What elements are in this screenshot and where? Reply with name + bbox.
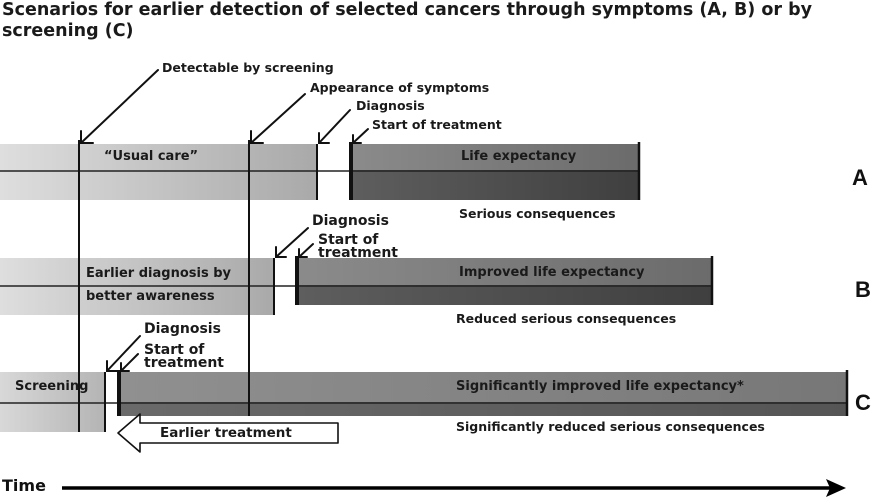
label-serious-consequences: Serious consequences xyxy=(459,206,616,221)
bar-a-pre xyxy=(0,144,317,200)
arrow-b-treatment xyxy=(298,243,314,258)
scenario-c xyxy=(0,370,849,432)
arrowhead-b-treatment xyxy=(298,248,308,258)
label-detectable-by-screening: Detectable by screening xyxy=(162,60,334,75)
arrow-c-treatment xyxy=(120,353,139,372)
label-c-treatment: treatment xyxy=(144,355,224,371)
label-earlier-diagnosis-l1: Earlier diagnosis by xyxy=(86,266,231,281)
earlier-treatment-arrow xyxy=(117,413,339,453)
label-appearance-of-symptoms: Appearance of symptoms xyxy=(310,80,490,95)
bar-c-post-bottom xyxy=(118,402,848,416)
arrowhead-c-diagnosis xyxy=(106,360,118,372)
arrow-b-diagnosis xyxy=(275,227,309,258)
arrowhead-b-diagnosis xyxy=(275,246,287,258)
arrow-symptoms xyxy=(250,93,306,144)
bar-b-post-bottom xyxy=(296,285,713,305)
label-significantly-reduced-serious-consequences: Significantly reduced serious consequenc… xyxy=(456,419,765,434)
bar-c-post-top xyxy=(118,372,848,402)
bar-a-post-bottom xyxy=(350,170,640,200)
arrowhead-symptoms xyxy=(250,130,264,144)
scenario-b xyxy=(0,256,714,315)
label-a-diagnosis: Diagnosis xyxy=(356,98,425,113)
label-earlier-treatment: Earlier treatment xyxy=(160,425,292,441)
bar-c-pre xyxy=(0,372,105,432)
arrow-c-diagnosis xyxy=(106,335,141,372)
label-c-start-of: Start of xyxy=(144,342,205,358)
bar-b-post-top xyxy=(296,258,713,285)
label-life-expectancy: Life expectancy xyxy=(461,149,577,164)
bar-a-post-top xyxy=(350,144,640,170)
arrowhead-detectable xyxy=(80,130,94,144)
time-axis-label: Time xyxy=(2,476,46,495)
row-letter-c: C xyxy=(855,390,871,415)
arrow-a-treatment xyxy=(352,128,369,144)
label-a-start-of-treatment: Start of treatment xyxy=(372,117,502,132)
label-improved-life-expectancy: Improved life expectancy xyxy=(459,265,645,280)
label-b-diagnosis: Diagnosis xyxy=(312,213,389,229)
row-letter-b: B xyxy=(855,277,871,302)
label-earlier-diagnosis-l2: better awareness xyxy=(86,289,215,304)
time-axis-arrowhead xyxy=(826,479,846,497)
arrowhead-a-treatment xyxy=(352,134,362,144)
label-c-diagnosis: Diagnosis xyxy=(144,321,221,337)
arrowhead-c-treatment xyxy=(120,362,130,372)
arrow-detectable xyxy=(80,69,159,144)
label-significantly-improved-life-expectancy: Significantly improved life expectancy* xyxy=(456,379,744,394)
scenario-a xyxy=(0,142,641,200)
label-screening: Screening xyxy=(15,379,89,394)
arrow-a-diagnosis xyxy=(318,109,351,144)
label-b-treatment: treatment xyxy=(318,245,398,261)
row-letter-a: A xyxy=(852,165,868,190)
label-usual-care: “Usual care” xyxy=(104,149,199,164)
callout-arrows xyxy=(80,69,369,372)
arrowhead-a-diagnosis xyxy=(318,132,330,144)
diagram-title: Scenarios for earlier detection of selec… xyxy=(2,0,813,41)
label-reduced-serious-consequences: Reduced serious consequences xyxy=(456,311,677,326)
label-b-start-of: Start of xyxy=(318,232,379,248)
